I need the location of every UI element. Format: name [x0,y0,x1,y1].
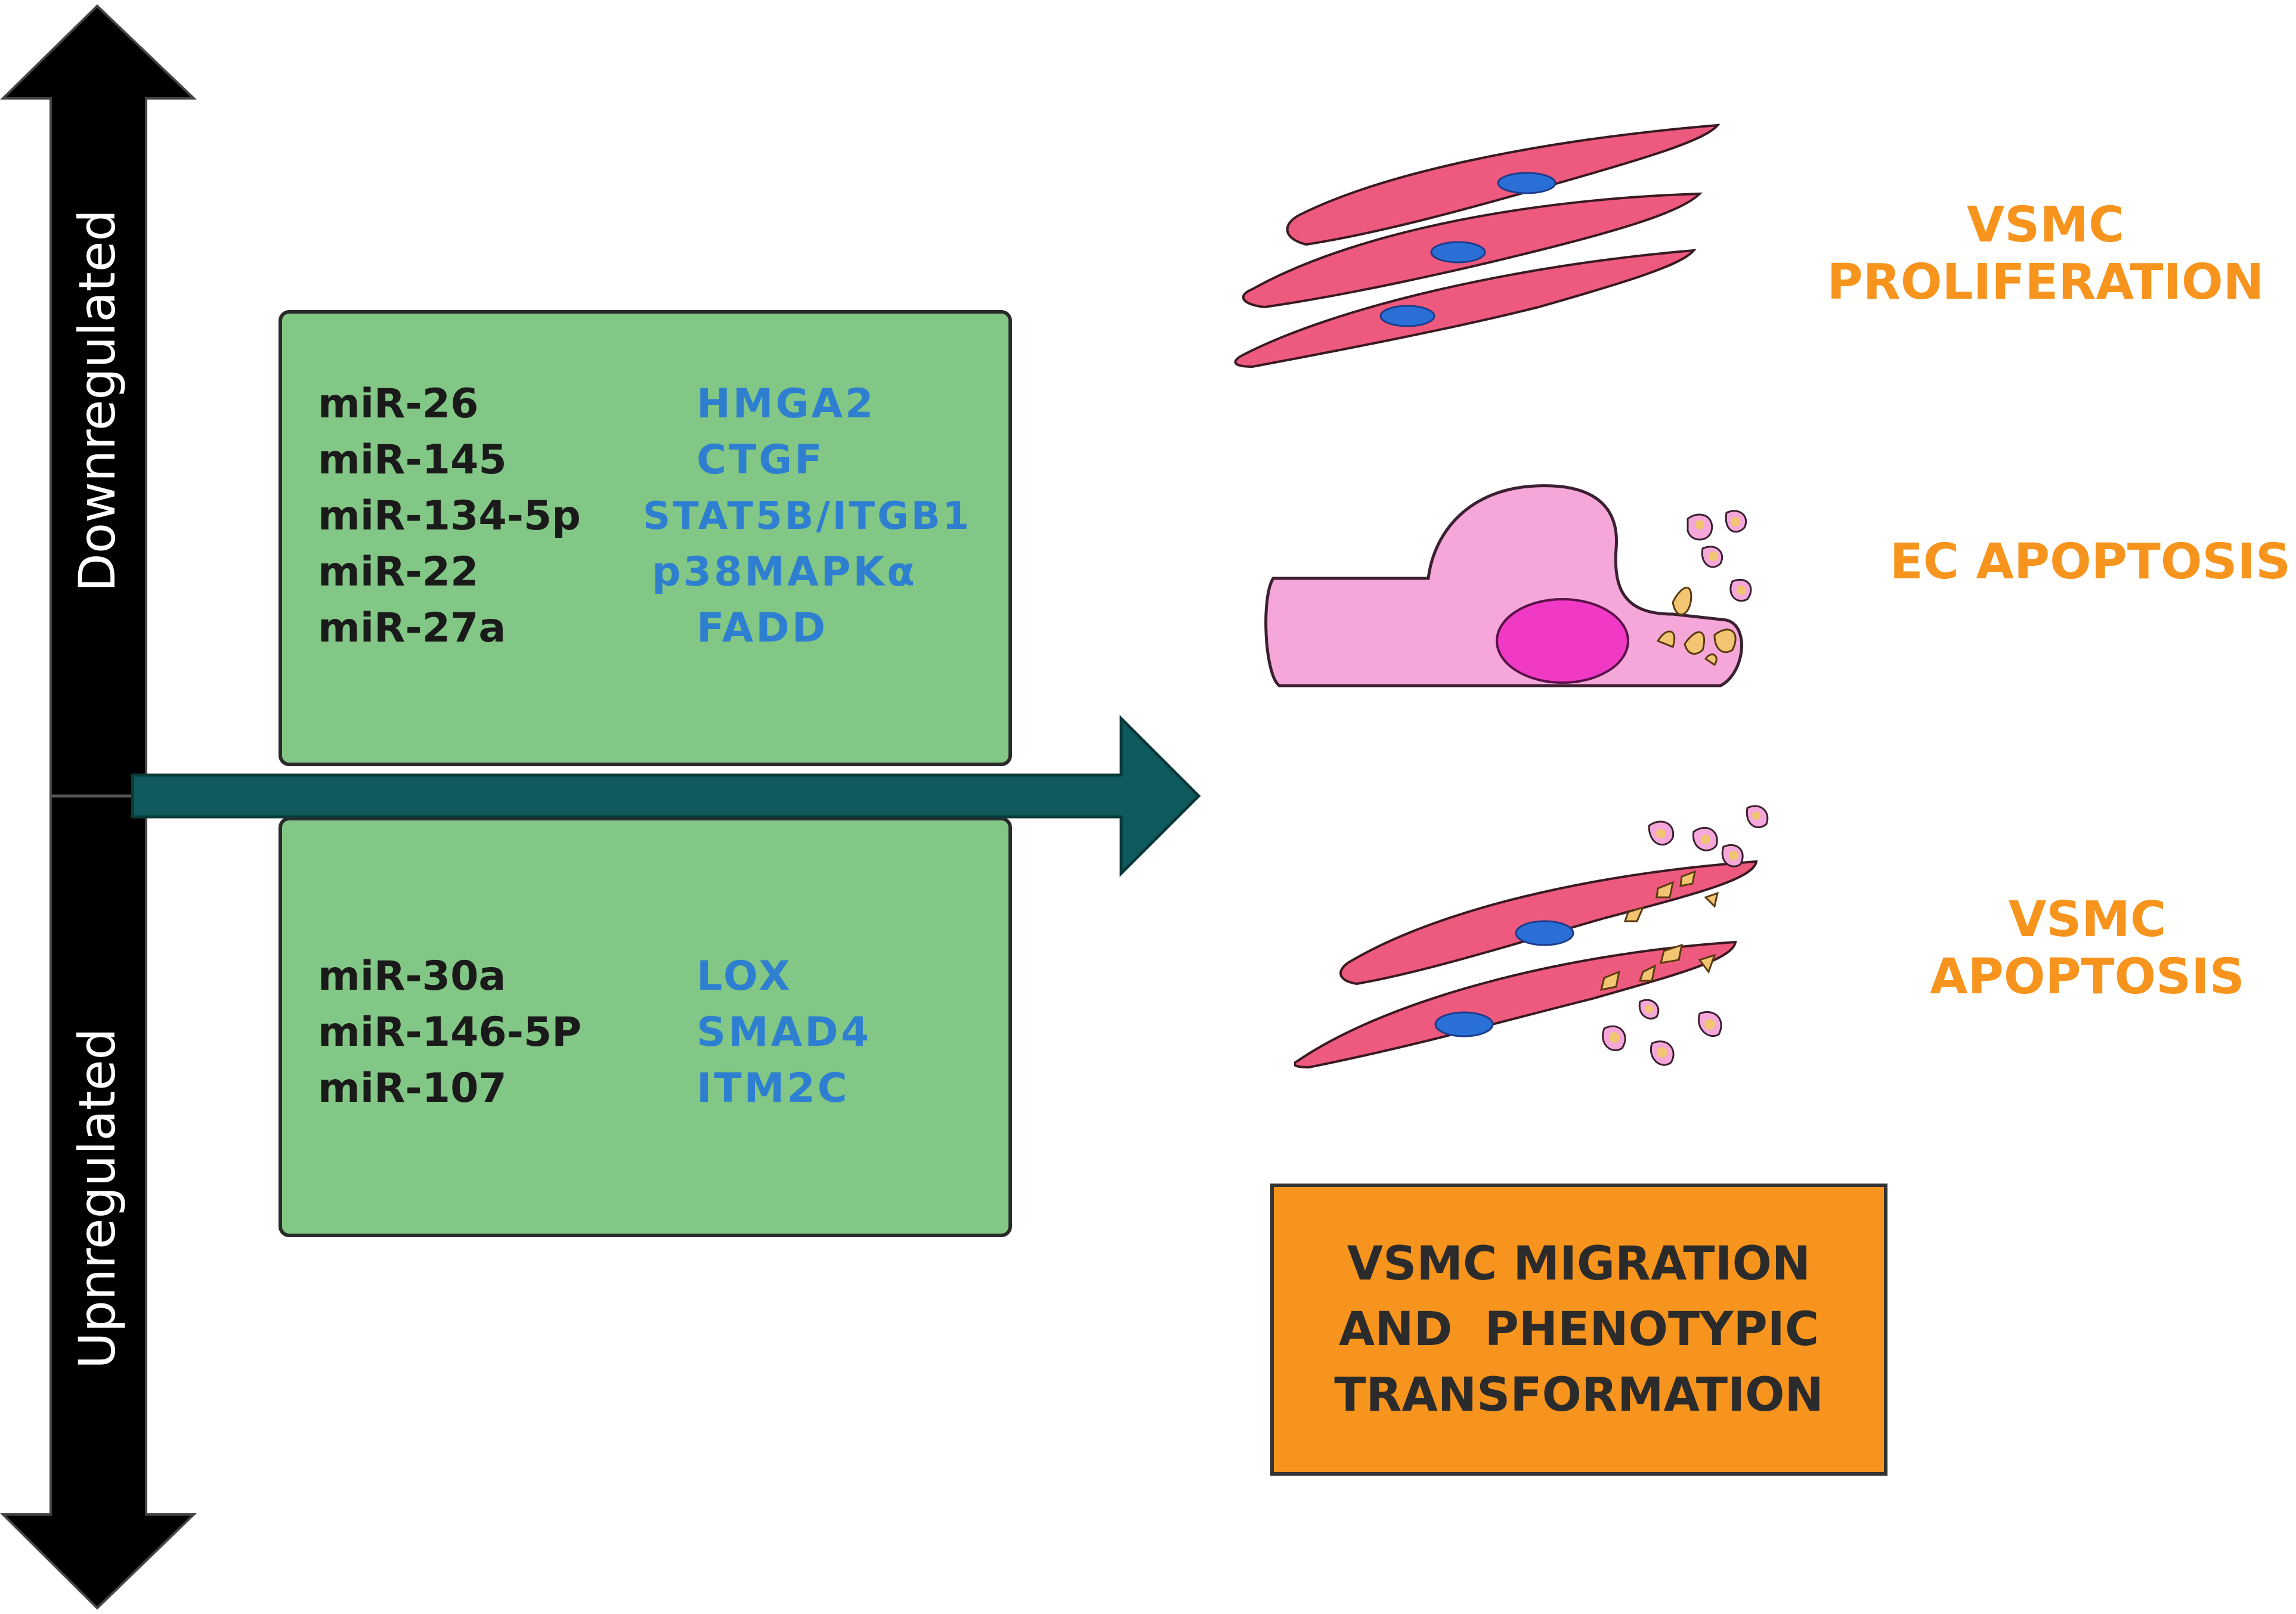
mirna-target: LOX [697,953,793,1000]
mirna-target: HMGA2 [697,380,876,427]
mirna-name: miR-22 [318,549,479,596]
outcome-line: PROLIFERATION [1827,254,2264,311]
outcome-line: VSMC [1966,197,2125,253]
outcome-line: APOPTOSIS [1930,949,2245,1005]
mirna-name: miR-26 [318,380,479,427]
mirna-row: miR-134-5p STAT5B/ITGB1 [318,488,1010,544]
vsmc-apoptosis-label: VSMC APOPTOSIS [1920,891,2254,1006]
downregulated-mirna-box: miR-26 HMGA2 miR-145 CTGF miR-134-5p STA… [279,310,1012,766]
mirna-row: miR-26 HMGA2 [318,376,1010,432]
ec-apoptosis-label: EC APOPTOSIS [1885,534,2296,591]
mirna-target: CTGF [697,436,825,484]
smooth-muscle-cells-apoptotic-icon [1294,805,1769,1069]
mirna-row: miR-145 CTGF [318,432,1010,488]
mirna-row: miR-107 ITM2C [318,1061,1010,1117]
mirna-name: miR-146-5P [318,1009,582,1056]
mirna-target: SMAD4 [697,1009,872,1056]
mirna-name: miR-30a [318,953,506,1000]
downregulated-axis-label: Downregulated [68,209,126,592]
migration-line: VSMC MIGRATION [1347,1237,1811,1291]
endothelial-cell-apoptotic-icon [1264,484,1752,687]
mirna-target: STAT5B/ITGB1 [643,494,971,538]
mirna-name: miR-145 [318,436,507,484]
upregulated-axis-label: Upnregulated [68,1028,126,1369]
mirna-target: ITM2C [697,1065,850,1112]
migration-line: AND PHENOTYPIC [1338,1303,1820,1356]
vsmc-proliferation-label: VSMC PROLIFERATION [1825,197,2266,311]
mirna-row: miR-146-5P SMAD4 [318,1005,1010,1061]
outcome-line: EC APOPTOSIS [1889,534,2291,590]
mirna-name: miR-27a [318,605,506,652]
mirna-name: miR-107 [318,1065,507,1112]
outcome-line: VSMC [2008,891,2167,948]
mirna-target: FADD [697,605,828,652]
right-arrow-icon [131,714,1201,878]
mirna-row: miR-22 p38MAPKα [318,544,1010,600]
double-headed-vertical-arrow-icon [0,4,197,1610]
mirna-target: p38MAPKα [652,549,917,596]
migration-line: TRANSFORMATION [1334,1368,1824,1422]
mirna-row: miR-27a FADD [318,600,1010,656]
migration-transformation-box: VSMC MIGRATION AND PHENOTYPIC TRANSFORMA… [1270,1184,1887,1476]
smooth-muscle-cells-icon [1234,123,1721,368]
upregulated-mirna-box: miR-30a LOX miR-146-5P SMAD4 miR-107 ITM… [279,817,1012,1237]
mirna-name: miR-134-5p [318,492,581,540]
mirna-row: miR-30a LOX [318,949,1010,1005]
